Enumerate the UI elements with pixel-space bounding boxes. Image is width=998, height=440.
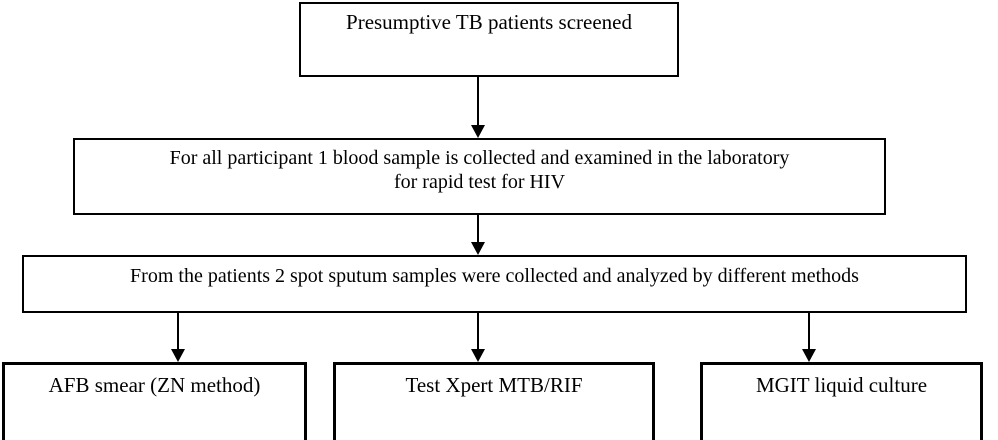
flow-node-screened-label: Presumptive TB patients screened [346,10,632,34]
arrow-sputum-to-mgit [802,313,816,362]
arrow-head-icon [471,125,485,138]
arrow-blood-to-sputum [471,215,485,255]
arrow-shaft [477,313,479,349]
arrow-sputum-to-xpert [471,313,485,362]
flow-node-afb-smear-label: AFB smear (ZN method) [48,373,261,397]
flow-node-blood-sample[interactable]: For all participant 1 blood sample is co… [73,138,886,215]
flow-node-sputum-samples-label: From the patients 2 spot sputum samples … [130,265,859,287]
flow-node-sputum-samples[interactable]: From the patients 2 spot sputum samples … [22,255,967,313]
arrow-shaft [477,77,479,125]
flow-node-screened[interactable]: Presumptive TB patients screened [299,2,679,77]
flow-node-mgit-culture-label: MGIT liquid culture [755,373,928,397]
arrow-head-icon [471,242,485,255]
flow-node-afb-smear[interactable]: AFB smear (ZN method) [2,362,307,440]
arrow-head-icon [171,349,185,362]
arrow-shaft [477,215,479,242]
flow-node-mgit-culture[interactable]: MGIT liquid culture [700,362,983,440]
flow-node-blood-sample-label: For all participant 1 blood sample is co… [169,147,790,193]
arrow-head-icon [471,349,485,362]
arrow-shaft [808,313,810,349]
arrow-screened-to-blood [471,77,485,138]
flow-node-xpert[interactable]: Test Xpert MTB/RIF [333,362,655,440]
arrow-head-icon [802,349,816,362]
arrow-shaft [177,313,179,349]
flow-node-xpert-label: Test Xpert MTB/RIF [405,373,583,397]
arrow-sputum-to-afb [171,313,185,362]
